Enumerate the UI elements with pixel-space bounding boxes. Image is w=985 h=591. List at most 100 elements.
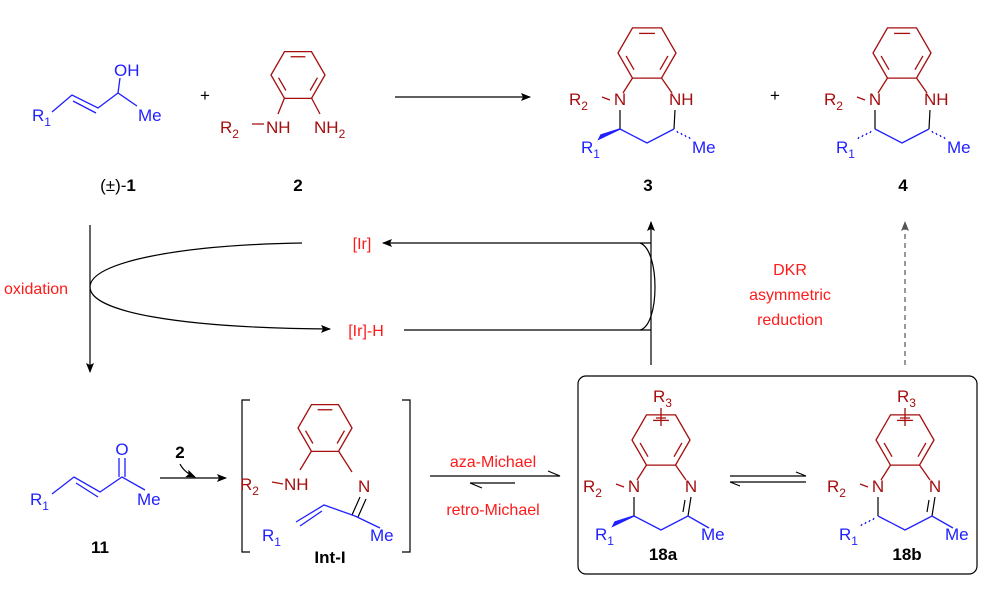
dkr-label: DKR asymmetric reduction (749, 262, 831, 329)
retro-michael-label: retro-Michael (446, 502, 539, 519)
compound-label-18b: 18b (892, 545, 921, 564)
compound-label-4: 4 (898, 176, 908, 195)
ring-double-bond (625, 55, 635, 70)
ring-double-bond (917, 442, 927, 457)
me-label: Me (947, 138, 971, 157)
compound-label-3: 3 (643, 176, 652, 195)
forward-arrow (430, 470, 561, 477)
wedge-bond (597, 128, 621, 141)
ring-outline (297, 403, 353, 453)
r1-label: R1 (32, 106, 51, 129)
compound-1: R1 OH Me (±)-1 (32, 61, 162, 195)
compound-label-int-i: Int-I (314, 548, 345, 567)
benzene-ring (617, 27, 677, 79)
nh-label: NH (284, 475, 309, 494)
compound-label-18a: 18a (649, 545, 678, 564)
compound-11: R1 O Me 11 (30, 440, 161, 557)
me-label: Me (701, 525, 725, 544)
brackets (241, 399, 411, 553)
r2-label: R2 (220, 118, 239, 141)
r2-label: R2 (824, 90, 843, 113)
ring-double-bond (304, 430, 314, 444)
r2-label: R2 (583, 477, 602, 500)
me-label: Me (138, 106, 162, 125)
aza-michael-equilibrium: aza-Michael retro-Michael (430, 454, 561, 519)
ring-double-bond (277, 77, 287, 91)
hash-bond (857, 130, 872, 140)
compound-3: R2 N NH R1 Me 3 (569, 27, 716, 195)
plus-sign: + (200, 86, 210, 105)
ring-double-bond (880, 55, 890, 70)
n-label: N (869, 90, 881, 109)
r1-label: R1 (581, 138, 600, 161)
reverse-arrow (729, 481, 806, 487)
cycle-arc-right (639, 242, 656, 331)
n-label: N (614, 90, 626, 109)
compound-label-1: (±)-1 (100, 176, 136, 195)
dkr-line: reduction (757, 312, 823, 329)
benzene-ring (297, 403, 353, 453)
ring-double-bond (309, 77, 319, 91)
benzene-ring (270, 50, 326, 100)
ring-double-bond (659, 55, 669, 70)
ring-outline (270, 50, 326, 100)
compound-18a: R3 R2 N N R1 Me 18a (583, 387, 725, 564)
hash-bond (860, 517, 875, 527)
cycle-arc (89, 242, 331, 333)
imine-n-label: N (685, 477, 697, 496)
r1-label: R1 (836, 138, 855, 161)
nh2-label: NH2 (314, 118, 346, 141)
compound-4: R2 N NH R1 Me 4 (824, 27, 971, 195)
equilibrium-box (577, 375, 978, 575)
n-label: N (872, 477, 884, 496)
nh-label: NH (924, 90, 949, 109)
reverse-arrow (469, 482, 515, 489)
curved-addition-arrow (179, 463, 196, 478)
r2-label: R2 (240, 475, 259, 498)
imine-n-label: N (929, 477, 941, 496)
ir-h-catalyst-label: [Ir]-H (348, 323, 384, 340)
compound-18b: R3 R2 N N R1 Me 18b (827, 387, 969, 564)
r3-label: R3 (653, 387, 672, 410)
r1-label: R1 (30, 490, 49, 513)
ring-double-bond (336, 430, 346, 444)
reagent-2-label: 2 (175, 443, 184, 462)
dkr-line: asymmetric (749, 287, 831, 304)
oh-label: OH (114, 61, 140, 80)
r3-label: R3 (897, 387, 916, 410)
ring-double-bond (883, 442, 893, 457)
catalytic-cycle: oxidation [Ir] [Ir]-H (4, 225, 656, 373)
ring-double-bond (639, 442, 649, 457)
r2-label: R2 (827, 477, 846, 500)
dkr-line: DKR (773, 262, 807, 279)
ring-outline (872, 27, 932, 79)
nh-label: NH (266, 118, 291, 137)
r1-label: R1 (262, 526, 281, 549)
benzene-ring (872, 27, 932, 79)
n-label: N (358, 477, 370, 496)
plus-sign: + (770, 86, 780, 105)
compound-label-11: 11 (91, 538, 109, 557)
compound-2: R2 NH NH2 2 (220, 50, 346, 195)
equilibrium-arrows (729, 471, 807, 487)
r1-label: R1 (839, 525, 858, 548)
o-label: O (115, 440, 128, 459)
me-label: Me (945, 525, 969, 544)
n-label: N (628, 477, 640, 496)
me-label: Me (692, 138, 716, 157)
hash-bond (931, 130, 946, 140)
ir-catalyst-label: [Ir] (353, 236, 372, 253)
ring-double-bond (914, 55, 924, 70)
compound-label-2: 2 (293, 176, 302, 195)
me-label: Me (370, 526, 394, 545)
forward-arrow (730, 471, 807, 477)
oxidation-label: oxidation (4, 281, 68, 298)
ring-double-bond (673, 442, 683, 457)
intermediate-int-i: R2 NH N R1 Me Int-I (240, 399, 411, 567)
ring-outline (617, 27, 677, 79)
hash-bond (676, 130, 691, 140)
aza-michael-label: aza-Michael (450, 454, 536, 471)
wedge-bond (611, 515, 635, 528)
r2-label: R2 (569, 90, 588, 113)
